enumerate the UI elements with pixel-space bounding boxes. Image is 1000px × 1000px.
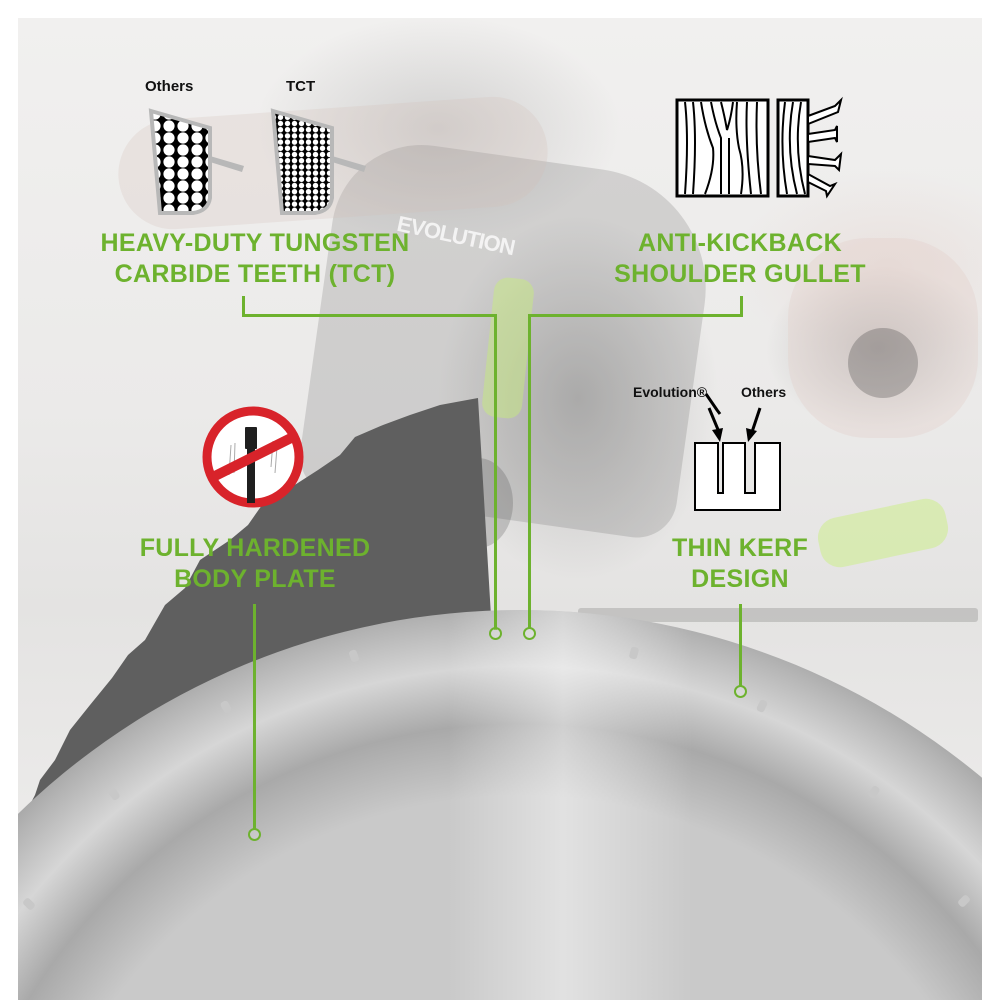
leader-endpoint-tct (489, 627, 502, 640)
leader-endpoint-thin-kerf (734, 685, 747, 698)
leader-endpoint-hardened-plate (248, 828, 261, 841)
hand-right-ghost (788, 238, 978, 438)
comparison-label-others: Others (741, 384, 787, 400)
feature-title-tct: HEAVY-DUTY TUNGSTEN CARBIDE TEETH (TCT) (100, 229, 410, 288)
feature-title-hardened-plate: FULLY HARDENED BODY PLATE (139, 534, 371, 593)
carbide-tips (23, 646, 970, 910)
comparison-label-tct: TCT (286, 78, 316, 95)
leader-endpoint-anti-kickback (523, 627, 536, 640)
base-plate-ghost (578, 608, 978, 622)
wood-grain-nails-icon (675, 96, 843, 199)
comparison-label-others: Others (145, 78, 194, 95)
comparison-label-evolution: Evolution® (633, 384, 708, 400)
kerf-comparison-icon (694, 393, 781, 511)
carbide-grain-comparison-icon (148, 108, 366, 215)
feature-title-thin-kerf: THIN KERF DESIGN (671, 534, 809, 593)
no-bending-icon (202, 406, 304, 508)
saw-knob-ghost (848, 328, 918, 398)
feature-title-anti-kickback: ANTI-KICKBACK SHOULDER GULLET (614, 229, 866, 288)
